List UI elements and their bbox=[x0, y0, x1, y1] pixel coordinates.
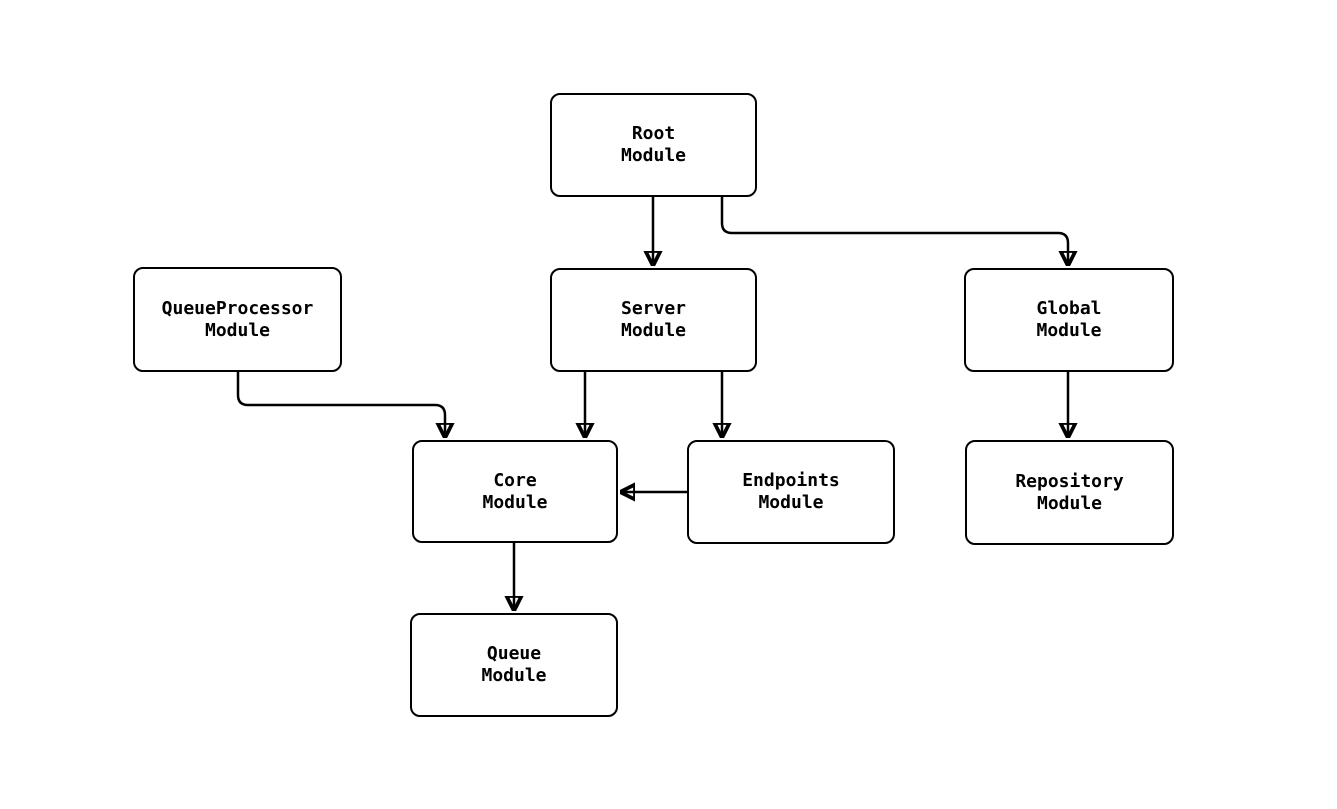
edge-root-to-global bbox=[720, 197, 1068, 266]
node-core-module-label: Core Module bbox=[482, 469, 548, 513]
node-queue-module-label: Queue Module bbox=[481, 643, 547, 686]
node-queueprocessor-module: QueueProcessor Module bbox=[133, 267, 342, 372]
node-root-module-label: Root Module bbox=[620, 123, 687, 166]
node-global-module: Global Module bbox=[964, 268, 1174, 372]
node-queueprocessor-module-label: QueueProcessor Module bbox=[161, 297, 314, 341]
node-core-module: Core Module bbox=[412, 440, 618, 543]
node-root-module: Root Module bbox=[550, 93, 757, 197]
node-queue-module: Queue Module bbox=[410, 613, 618, 717]
edge-queueprocessor-to-core bbox=[236, 372, 445, 438]
node-server-module: Server Module bbox=[550, 268, 757, 372]
node-repository-module: Repository Module bbox=[965, 440, 1174, 545]
node-endpoints-module: Endpoints Module bbox=[687, 440, 895, 544]
node-server-module-label: Server Module bbox=[620, 298, 687, 341]
node-endpoints-module-label: Endpoints Module bbox=[742, 470, 840, 513]
node-global-module-label: Global Module bbox=[1036, 298, 1102, 341]
node-repository-module-label: Repository Module bbox=[1015, 470, 1124, 514]
